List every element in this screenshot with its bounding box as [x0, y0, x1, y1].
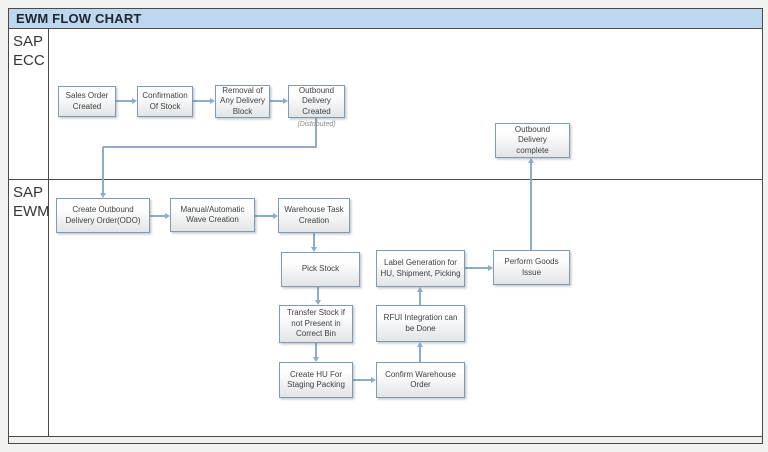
lane-label-sap-ecc: SAP ECC [13, 33, 45, 69]
connector-create-odo--wave-creation [150, 215, 165, 217]
node-outbound-delivery-complete: Outbound Delivery complete [495, 123, 570, 158]
node-removal-delivery-block: Removal of Any Delivery Block [215, 85, 270, 118]
connector-perform-goods-issue--outbound-delivery-complete-arrowhead [527, 158, 534, 163]
node-outbound-delivery-created: Outbound Delivery Created [288, 85, 345, 118]
node-label-generation: Label Generation for HU, Shipment, Picki… [376, 250, 465, 287]
connector-create-hu--confirm-warehouse-order-arrowhead [371, 376, 376, 383]
node-confirmation-of-stock: Confirmation Of Stock [137, 86, 193, 117]
chart-title: EWM FLOW CHART [16, 11, 142, 26]
node-transfer-stock: Transfer Stock if not Present in Correct… [279, 305, 353, 343]
connector-wave-creation--warehouse-task-creation-arrowhead [273, 212, 278, 219]
connector-warehouse-task-creation--pick-stock-arrowhead [310, 247, 317, 252]
node-warehouse-task-creation: Warehouse Task Creation [278, 198, 350, 233]
node-create-odo: Create Outbound Delivery Order(ODO) [56, 198, 150, 233]
connector-confirm-warehouse-order--rfui-integration-arrowhead [416, 342, 423, 347]
connector-pick-stock--transfer-stock [317, 287, 319, 300]
connector-wave-creation--warehouse-task-creation [255, 215, 273, 217]
connector-sales-order--confirmation-of-stock [116, 100, 132, 102]
node-rfui-integration: RFUI Integration can be Done [376, 305, 465, 342]
connector-create-odo--wave-creation-arrowhead [165, 212, 170, 219]
chart-title-bar: EWM FLOW CHART [8, 8, 763, 29]
node-perform-goods-issue: Perform Goods Issue [493, 250, 570, 285]
connector-create-hu--confirm-warehouse-order [353, 379, 371, 381]
connector-outbound-delivery-created--create-odo [103, 146, 317, 148]
connector-warehouse-task-creation--pick-stock [313, 233, 315, 247]
node-wave-creation: Manual/Automatic Wave Creation [170, 198, 255, 232]
connector-removal-delivery-block--outbound-delivery-created-arrowhead [283, 97, 288, 104]
connector-pick-stock--transfer-stock-arrowhead [314, 300, 321, 305]
node-confirm-warehouse-order: Confirm Warehouse Order [376, 362, 465, 398]
connector-sales-order--confirmation-of-stock-arrowhead [132, 97, 137, 104]
node-sales-order: Sales Order Created [58, 86, 116, 117]
connector-confirm-warehouse-order--rfui-integration [419, 347, 421, 362]
connector-rfui-integration--label-generation-arrowhead [416, 287, 423, 292]
connector-confirmation-of-stock--removal-delivery-block [193, 100, 210, 102]
connector-label-generation--perform-goods-issue [465, 267, 488, 269]
connector-outbound-delivery-created--create-odo [102, 147, 104, 193]
connector-confirmation-of-stock--removal-delivery-block-arrowhead [210, 97, 215, 104]
connector-outbound-delivery-created--create-odo-arrowhead [99, 193, 106, 198]
bottom-empty-row [9, 437, 762, 443]
lane-divider-ecc-ewm [8, 179, 763, 180]
node-create-hu: Create HU For Staging Packing [279, 362, 353, 398]
connector-perform-goods-issue--outbound-delivery-complete [530, 163, 532, 250]
connector-rfui-integration--label-generation [419, 292, 421, 305]
bottom-row-divider [8, 436, 763, 437]
connector-label-generation--perform-goods-issue-arrowhead [488, 264, 493, 271]
connector-outbound-delivery-created--create-odo [315, 118, 317, 148]
connector-removal-delivery-block--outbound-delivery-created [270, 100, 283, 102]
node-pick-stock: Pick Stock [281, 252, 360, 287]
connector-transfer-stock--create-hu [315, 343, 317, 357]
connector-transfer-stock--create-hu-arrowhead [312, 357, 319, 362]
lane-label-sap-ewm: SAP EWM [13, 184, 50, 220]
distributed-annotation: (Distributed) [297, 121, 336, 128]
lane-label-divider [48, 29, 49, 436]
